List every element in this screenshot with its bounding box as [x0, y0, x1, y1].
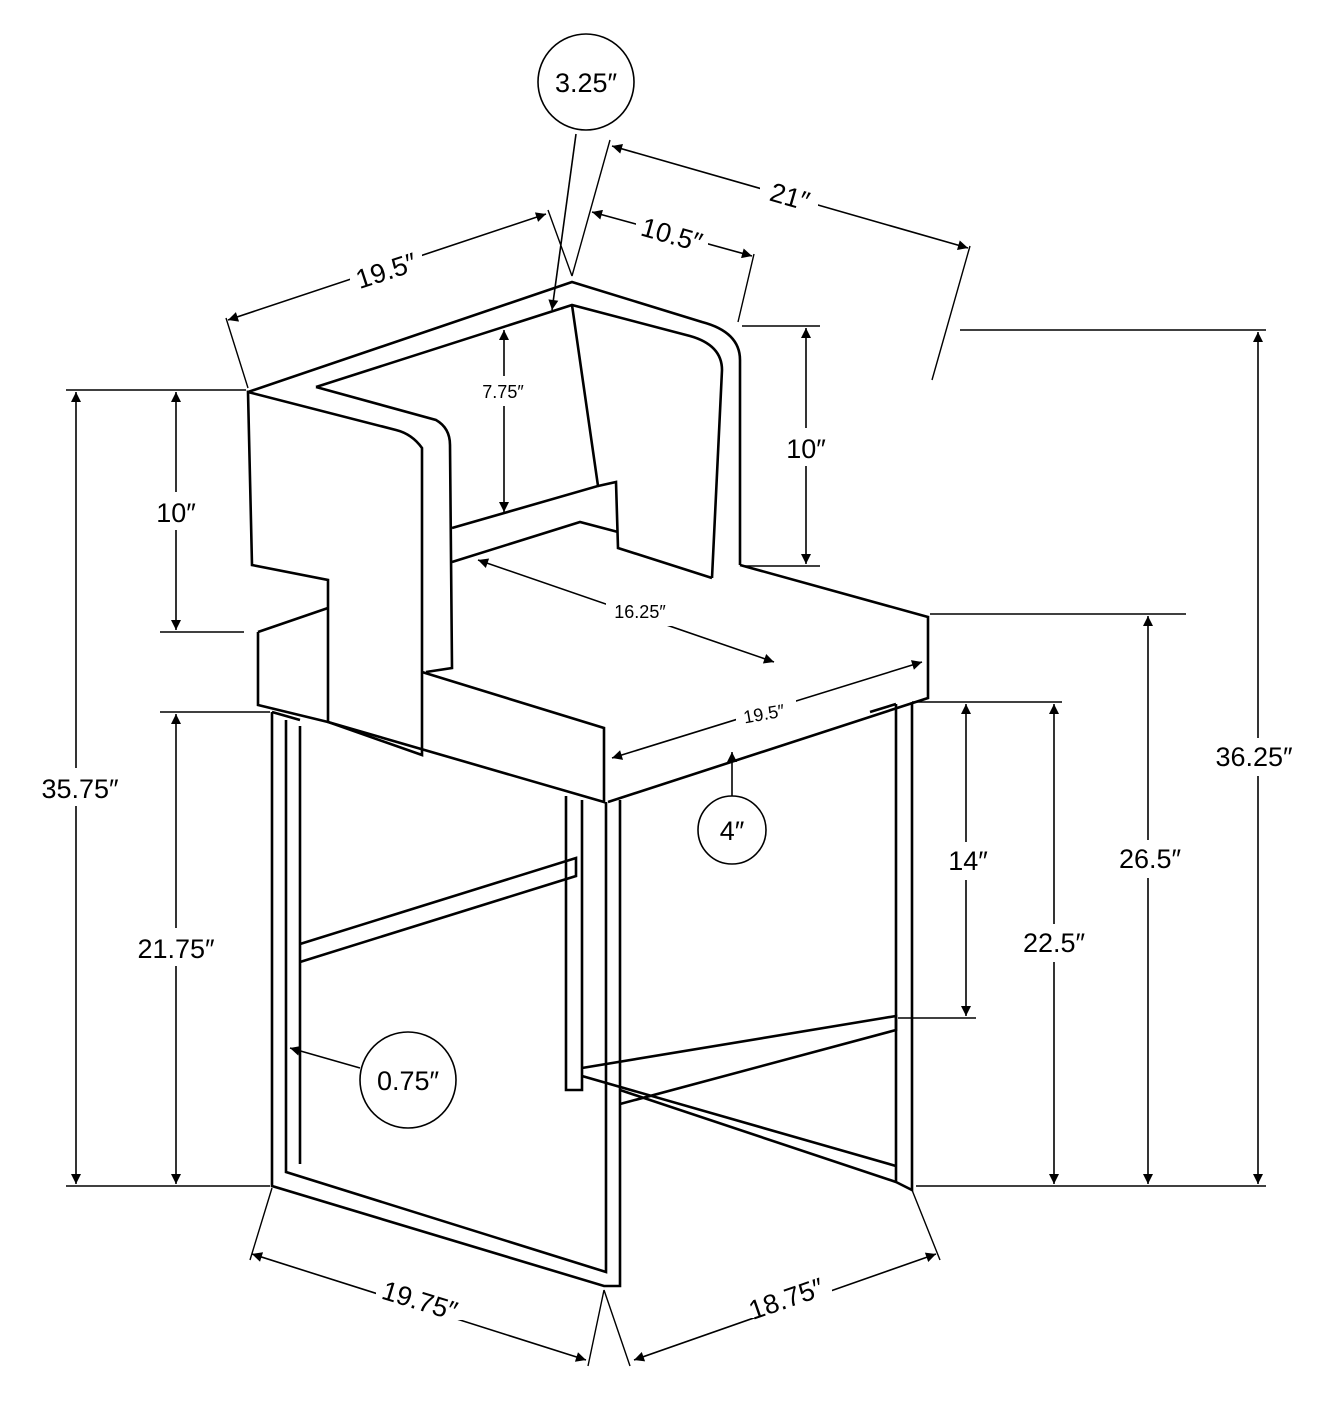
dimension-lines [66, 133, 1266, 1367]
label-arm-height-right: 10″ [786, 434, 826, 464]
label-masks [30, 33, 1302, 1320]
label-frame-tube: 0.75″ [377, 1066, 440, 1096]
label-tilt: 3.25″ [555, 68, 618, 98]
back-top-edge [247, 280, 742, 565]
label-seat-thickness: 4″ [720, 816, 745, 846]
label-overall-height-right: 36.25″ [1215, 742, 1293, 772]
label-overall-height-left: 35.75″ [41, 774, 119, 804]
tilt-callout-circle [537, 33, 635, 131]
left-back-panel [246, 390, 424, 757]
back-inner-rim [315, 303, 724, 579]
seat-thickness-callout-circle [697, 795, 767, 865]
frame-right-leg [894, 702, 914, 1193]
seat-back-junction [451, 520, 619, 564]
left-footrest [299, 856, 578, 964]
left-arm-front [256, 606, 329, 724]
label-leg-frame-height: 22.5″ [1023, 928, 1086, 958]
frame-front-left-leg [270, 712, 622, 1288]
right-footrest [581, 1014, 898, 1106]
frame-back-leg [564, 796, 584, 1092]
center-back-panel [451, 304, 600, 530]
dimension-labels: 3.25″ 21″ 10.5″ 19.5″ 7.75″ 10″ 10″ 16.2… [41, 68, 1293, 1327]
left-upright-face [315, 385, 454, 674]
frame-tube-callout-circle [359, 1031, 457, 1129]
label-seat-height-right: 26.5″ [1119, 844, 1182, 874]
frame-top-rail [271, 702, 897, 722]
label-arm-height-left: 10″ [156, 498, 196, 528]
label-inner-back-height: 7.75″ [482, 382, 524, 402]
label-seat-inner-depth: 16.25″ [614, 602, 666, 622]
dim-frame-tube-pointer [289, 1045, 361, 1069]
seat-front [327, 670, 606, 804]
label-footrest-to-seat: 14″ [948, 846, 988, 876]
frame-front-left-inner [284, 720, 608, 1274]
dim-tilt-pointer [548, 133, 577, 311]
label-seat-height-left: 21.75″ [137, 934, 215, 964]
bottom-rail [581, 1074, 897, 1184]
